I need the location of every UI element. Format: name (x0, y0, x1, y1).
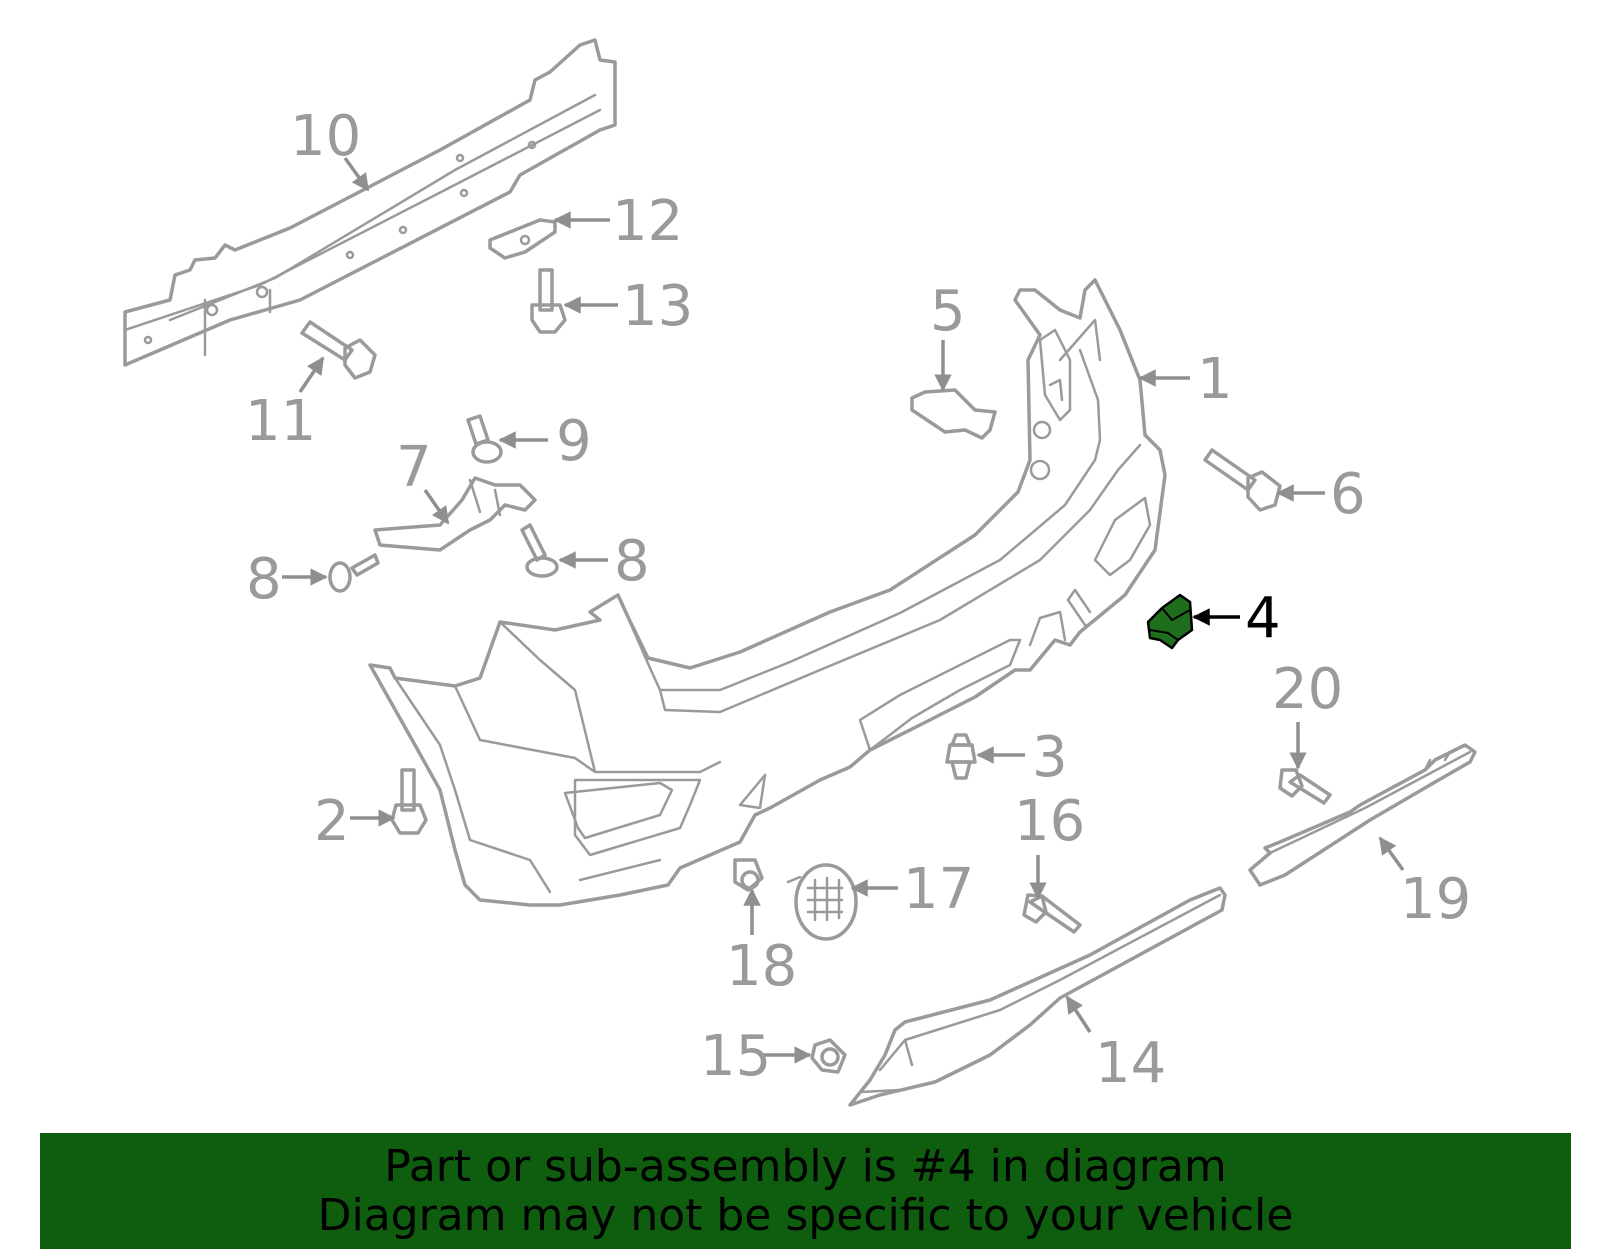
callout-labels: 10 12 13 11 9 7 8 8 5 1 6 4 20 3 2 16 17… (245, 104, 1471, 1096)
callout-17: 17 (903, 857, 974, 922)
leader-arrows (282, 156, 1405, 1064)
callout-18: 18 (726, 934, 797, 999)
callout-8-center: 8 (614, 529, 650, 594)
part-8-screw-center[interactable] (520, 523, 559, 578)
part-18-nut[interactable] (733, 858, 764, 892)
part-17-grille-cap[interactable] (786, 863, 858, 941)
arrow-7 (423, 488, 450, 525)
callout-11: 11 (245, 389, 316, 454)
callout-12: 12 (612, 189, 683, 254)
callout-6: 6 (1330, 462, 1366, 527)
callout-10: 10 (290, 104, 361, 169)
part-12-bracket[interactable] (488, 218, 557, 260)
part-4-clip-highlighted[interactable] (1146, 593, 1194, 650)
part-8-screw-left[interactable] (328, 553, 380, 593)
callout-1: 1 (1197, 347, 1233, 412)
part-6-bolt[interactable] (1203, 448, 1282, 512)
callout-3: 3 (1032, 725, 1068, 790)
part-10-reinforcement-beam[interactable] (123, 38, 617, 367)
callout-13: 13 (622, 274, 693, 339)
part-9-nut[interactable] (466, 414, 503, 464)
part-1-bumper-cover[interactable] (368, 278, 1167, 907)
callout-14: 14 (1095, 1031, 1166, 1096)
part-7-side-bracket[interactable] (373, 476, 537, 552)
part-19-reflector-right[interactable] (1248, 743, 1477, 887)
part-14-reflector-left[interactable] (848, 886, 1227, 1107)
callout-4: 4 (1245, 586, 1281, 651)
banner-line-1: Part or sub-assembly is #4 in diagram (384, 1141, 1227, 1192)
part-5-bracket[interactable] (910, 388, 997, 440)
part-3-clip[interactable] (945, 733, 977, 780)
part-2-bolt[interactable] (390, 768, 428, 835)
part-15-nut[interactable] (810, 1038, 847, 1074)
callout-9: 9 (556, 409, 592, 474)
callout-7: 7 (396, 435, 432, 500)
arrow-14 (1065, 995, 1092, 1033)
part-16-bolt[interactable] (1022, 893, 1082, 934)
callout-15: 15 (700, 1024, 771, 1089)
part-13-bolt[interactable] (530, 268, 567, 334)
info-banner: Part or sub-assembly is #4 in diagram Di… (40, 1133, 1571, 1249)
arrow-10 (343, 156, 370, 192)
callout-16: 16 (1014, 789, 1085, 854)
part-11-bolt[interactable] (300, 320, 377, 380)
banner-line-2: Diagram may not be specific to your vehi… (317, 1190, 1294, 1241)
callout-20: 20 (1272, 657, 1343, 722)
part-20-bolt[interactable] (1278, 768, 1332, 805)
callout-5: 5 (930, 279, 966, 344)
callout-19: 19 (1400, 867, 1471, 932)
arrow-11 (298, 356, 325, 393)
callout-8-left: 8 (246, 547, 282, 612)
callout-2: 2 (314, 789, 350, 854)
arrow-19 (1378, 836, 1405, 872)
